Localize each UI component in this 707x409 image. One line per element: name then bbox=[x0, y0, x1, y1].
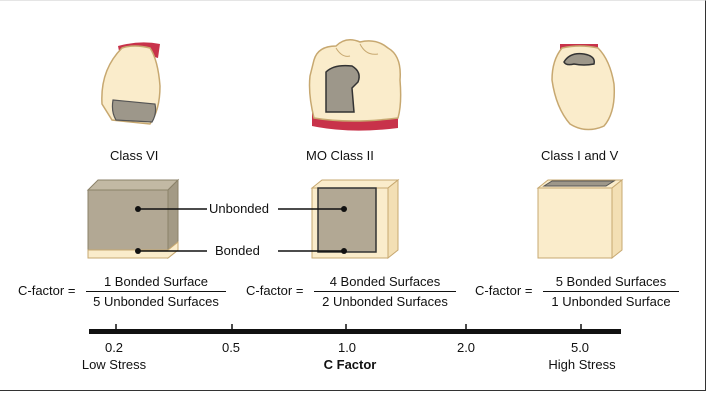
tooth-class-i-and-v bbox=[551, 44, 616, 131]
scale-caption-high-stress: High Stress bbox=[548, 357, 616, 372]
scale-tick-label-2: 1.0 bbox=[337, 340, 357, 355]
scale-caption-low-stress: Low Stress bbox=[81, 357, 147, 372]
scale-tick-label-1: 0.5 bbox=[221, 340, 241, 355]
formula-1-numerator: 1 Bonded Surface bbox=[103, 274, 209, 289]
scale-bar bbox=[89, 329, 621, 334]
figure-frame bbox=[0, 0, 706, 391]
scale-tick-label-3: 2.0 bbox=[456, 340, 476, 355]
restoration-mo-class-ii bbox=[325, 64, 360, 113]
caption-class-i-and-v: Class I and V bbox=[541, 148, 619, 163]
block-class-i-and-v bbox=[536, 178, 624, 260]
caption-class-vi: Class VI bbox=[110, 148, 159, 163]
formula-3-denominator: 1 Unbonded Surface bbox=[543, 291, 679, 309]
restoration-class-vi bbox=[111, 99, 157, 123]
formula-1-fraction: 1 Bonded Surface 5 Unbonded Surfaces bbox=[86, 274, 226, 309]
formula-2-denominator: 2 Unbonded Surfaces bbox=[314, 291, 456, 309]
c-factor-scale bbox=[89, 324, 621, 334]
formula-2-numerator: 4 Bonded Surfaces bbox=[329, 274, 441, 289]
formula-1-prefix: C-factor = bbox=[18, 283, 76, 298]
crown-class-i-v bbox=[551, 45, 616, 131]
scale-tick-label-4: 5.0 bbox=[570, 340, 590, 355]
formula-2-prefix: C-factor = bbox=[246, 283, 304, 298]
caption-mo-class-ii: MO Class II bbox=[306, 148, 374, 163]
restoration-class-i-v bbox=[563, 52, 596, 66]
block-mo-class-ii bbox=[310, 178, 400, 260]
leader-dots bbox=[135, 206, 347, 254]
formula-3-prefix: C-factor = bbox=[475, 283, 533, 298]
formula-3-fraction: 5 Bonded Surfaces 1 Unbonded Surface bbox=[543, 274, 679, 309]
formula-1-denominator: 5 Unbonded Surfaces bbox=[86, 291, 226, 309]
tooth-class-vi bbox=[101, 42, 161, 125]
scale-tick-label-0: 0.2 bbox=[104, 340, 124, 355]
tooth-mo-class-ii bbox=[308, 39, 402, 131]
block-class-vi bbox=[86, 178, 180, 260]
cusp-lines bbox=[335, 43, 379, 57]
formula-2-fraction: 4 Bonded Surfaces 2 Unbonded Surfaces bbox=[314, 274, 456, 309]
scale-caption-c-factor: C Factor bbox=[323, 357, 377, 372]
leader-lines bbox=[138, 208, 344, 252]
label-bonded: Bonded bbox=[215, 243, 260, 258]
formula-3-numerator: 5 Bonded Surfaces bbox=[555, 274, 667, 289]
label-unbonded: Unbonded bbox=[209, 201, 269, 216]
